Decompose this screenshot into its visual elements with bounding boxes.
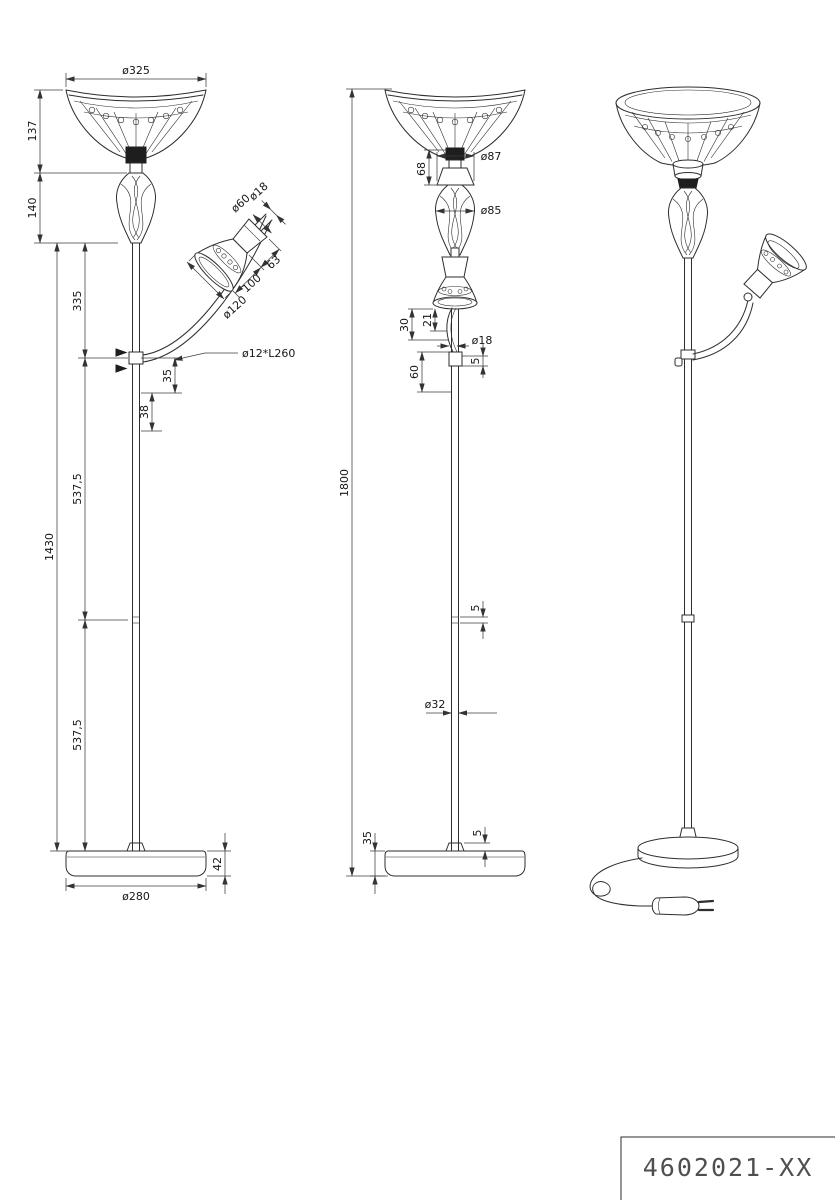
dim-spot-shade-length: 100 bbox=[240, 272, 264, 296]
side-spot-lamp bbox=[432, 247, 478, 353]
dim-pole-seg-upper: 537,5 bbox=[71, 473, 84, 505]
front-view: ø325 137 140 1430 335 537,5 537,5 bbox=[26, 64, 295, 903]
front-socket bbox=[125, 146, 147, 164]
dim-spot-rim-diameter: ø120 bbox=[220, 293, 249, 321]
side-ornament bbox=[435, 184, 475, 256]
dim-shade-diameter: ø325 bbox=[122, 64, 150, 77]
product-base bbox=[637, 827, 739, 869]
dim-socket-height: 68 bbox=[415, 162, 428, 176]
front-base bbox=[65, 842, 207, 877]
product-arm-collar bbox=[680, 349, 696, 360]
side-arm-collar bbox=[448, 351, 463, 367]
dim-ornament-diameter: ø85 bbox=[481, 204, 502, 217]
dim-base-diameter: ø280 bbox=[122, 890, 150, 903]
front-ornament bbox=[116, 172, 156, 244]
product-shade bbox=[615, 86, 761, 167]
dim-arm-spec: ø12*L260 bbox=[242, 347, 295, 360]
product-pole-joint bbox=[681, 614, 695, 623]
side-view: 68 ø87 ø85 21 30 ø18 bbox=[338, 88, 526, 894]
product-socket bbox=[672, 159, 704, 189]
side-lamp-geometry bbox=[384, 89, 526, 852]
dim-spot-cap-length: 63 bbox=[264, 253, 283, 272]
side-base bbox=[384, 842, 526, 877]
dim-pole-seg-lower: 537,5 bbox=[71, 719, 84, 751]
dim-arm-drop: 60 bbox=[408, 365, 421, 379]
title-block: 4602021-XX bbox=[620, 1136, 835, 1200]
dim-shade-height: 137 bbox=[26, 121, 39, 142]
dim-collar-gap: 5 bbox=[469, 358, 482, 365]
dim-socket-diameter: ø87 bbox=[481, 150, 502, 163]
front-switch-mark bbox=[115, 348, 128, 357]
dim-ornament-height: 140 bbox=[26, 198, 39, 219]
product-flex-arm bbox=[692, 299, 749, 355]
product-view bbox=[589, 86, 807, 916]
side-dimensions: 68 ø87 ø85 21 30 ø18 bbox=[338, 88, 502, 894]
dim-base-edge: 35 bbox=[361, 831, 374, 845]
dim-joint-gap: 5 bbox=[469, 605, 482, 612]
dim-arm-offset-a: 30 bbox=[398, 318, 411, 332]
front-arm-collar bbox=[128, 351, 144, 365]
dim-total-height: 1800 bbox=[338, 469, 351, 497]
side-socket-flange bbox=[436, 167, 475, 186]
dim-pole-diameter: ø32 bbox=[425, 698, 446, 711]
dim-foot-gap: 5 bbox=[471, 830, 484, 837]
dim-arm-offset-b: 21 bbox=[421, 313, 434, 327]
dim-base-height: 42 bbox=[211, 857, 224, 871]
product-switch[interactable] bbox=[674, 357, 683, 367]
part-number: 4602021-XX bbox=[643, 1153, 814, 1182]
dim-switch-gap-a: 35 bbox=[161, 369, 174, 383]
power-cord bbox=[589, 857, 715, 916]
product-spot-lamp bbox=[743, 233, 807, 302]
dim-arm-tube-diameter: ø18 bbox=[472, 334, 493, 347]
side-socket bbox=[445, 147, 465, 161]
power-plug bbox=[651, 896, 700, 916]
product-ornament bbox=[668, 187, 708, 259]
front-dimensions: ø325 137 140 1430 335 537,5 537,5 bbox=[26, 64, 295, 903]
dim-pole-upper: 335 bbox=[71, 291, 84, 312]
dim-pole-total: 1430 bbox=[43, 533, 56, 561]
dim-switch-gap-b: 38 bbox=[138, 405, 151, 419]
